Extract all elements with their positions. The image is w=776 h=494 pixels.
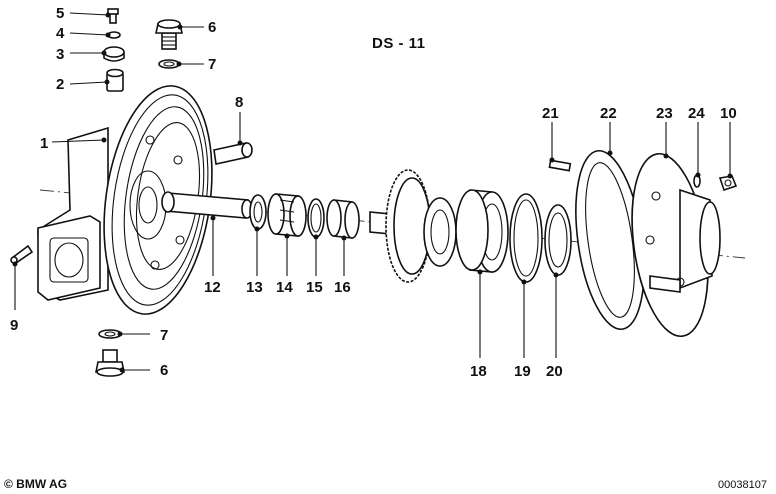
callout-1: 1 [40, 135, 48, 152]
part-21-stud [548, 159, 572, 172]
part-19-ring [509, 193, 543, 283]
part-14-needle-bearing [267, 193, 307, 237]
callout-24: 24 [688, 105, 705, 122]
part-6-plug-bottom [95, 349, 125, 377]
callout-5: 5 [56, 5, 64, 22]
leader-lines [12, 12, 733, 373]
crown-gear [369, 169, 457, 283]
part-22-gasket [575, 149, 645, 331]
callout-6-bottom: 6 [160, 362, 168, 379]
part-3-cap [103, 46, 125, 62]
callout-22: 22 [600, 105, 617, 122]
callout-labels: 5 4 3 2 1 6 7 8 9 7 6 12 13 14 15 16 18 … [10, 5, 737, 380]
callout-14: 14 [276, 279, 293, 296]
diagram-title: DS - 11 [372, 35, 426, 52]
callout-6-top: 6 [208, 19, 216, 36]
part-16-bush [326, 199, 360, 239]
part-1-housing [37, 85, 213, 315]
callout-18: 18 [470, 363, 487, 380]
callout-19: 19 [514, 363, 531, 380]
copyright-text: © BMW AG [4, 477, 67, 491]
callout-15: 15 [306, 279, 323, 296]
part-8-pin [213, 142, 253, 165]
callout-9: 9 [10, 317, 18, 334]
callout-16: 16 [334, 279, 351, 296]
reference-number: 00038107 [718, 479, 767, 491]
callout-21: 21 [542, 105, 559, 122]
callout-7-bottom: 7 [160, 327, 168, 344]
callout-10: 10 [720, 105, 737, 122]
part-18-ball-bearing [455, 189, 509, 273]
part-5-bleed-screw [107, 8, 119, 24]
part-7-gasket-top [158, 59, 180, 69]
part-13-ring [249, 194, 267, 230]
part-9-screw [10, 244, 34, 265]
callout-12: 12 [204, 279, 221, 296]
callout-2: 2 [56, 76, 64, 93]
part-10-nut [718, 175, 738, 192]
callout-23: 23 [656, 105, 673, 122]
part-2-bush [106, 68, 124, 92]
callout-8: 8 [235, 94, 243, 111]
part-6-plug-top [155, 19, 183, 50]
callout-7-top: 7 [208, 56, 216, 73]
callout-13: 13 [246, 279, 263, 296]
part-23-cover [631, 152, 721, 338]
part-20-seal [544, 204, 572, 276]
callout-3: 3 [56, 46, 64, 63]
part-15-ring [307, 198, 325, 238]
callout-4: 4 [56, 25, 65, 42]
callout-20: 20 [546, 363, 563, 380]
part-12-shaft [161, 191, 253, 219]
